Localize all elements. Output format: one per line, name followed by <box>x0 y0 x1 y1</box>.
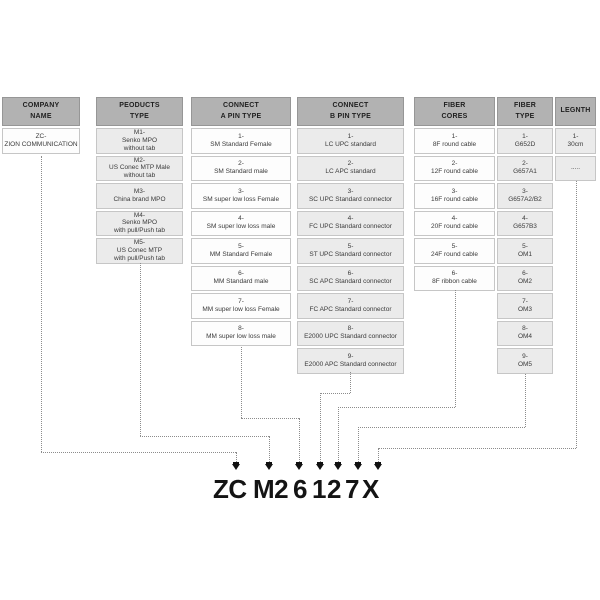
column-fiber-type-row-1: 2- G657A1 <box>497 155 553 181</box>
trace-products-drop <box>269 436 270 464</box>
arrow-down-icon-company <box>232 462 240 470</box>
column-connect-a-pin-type-row-2: 3- SM super low loss Female <box>191 183 291 209</box>
column-header-fiber-cores: FIBER CORES <box>414 97 495 126</box>
column-fiber-type-row-5: 6- OM2 <box>497 265 553 291</box>
arrow-down-icon-connect-b <box>316 462 324 470</box>
trace-fiber-cores-horizontal <box>338 407 455 408</box>
column-length-row-1: ..... <box>555 155 596 181</box>
column-connect-b-pin-type-row-2: 3- SC UPC Standard connector <box>297 183 404 209</box>
column-connect-a-pin-type-row-5: 6- MM Standard male <box>191 265 291 291</box>
column-connect-b-pin-type-row-3: 4- FC UPC Standard connector <box>297 210 404 236</box>
trace-company-horizontal <box>41 452 236 453</box>
trace-length-vertical <box>576 181 577 448</box>
trace-connect-a-horizontal <box>241 418 299 419</box>
column-fiber-cores-row-0: 1- 8F round cable <box>414 128 495 154</box>
column-products-type-row-3: M4- Senko MPO with pull/Push tab <box>96 210 183 236</box>
trace-fiber-cores-vertical <box>455 290 456 407</box>
code-segment-length: X <box>362 474 379 504</box>
trace-fiber-type-drop <box>358 427 359 464</box>
arrow-down-icon-products <box>265 462 273 470</box>
trace-fiber-cores-drop <box>338 407 339 464</box>
trace-connect-b-drop <box>320 393 321 464</box>
column-products-type-row-1: M2- US Conec MTP Male without tab <box>96 155 183 181</box>
code-segment-company: ZC <box>213 474 247 504</box>
column-connect-a-pin-type-row-7: 8- MM super low loss male <box>191 320 291 346</box>
column-connect-b-pin-type-row-8: 9- E2000 APC Standard connector <box>297 348 404 374</box>
trace-connect-a-vertical <box>241 347 242 418</box>
column-connect-b-pin-type-row-7: 8- E2000 UPC Standard connector <box>297 320 404 346</box>
column-header-company-name: COMPANY NAME <box>2 97 80 126</box>
column-fiber-type-row-7: 8- OM4 <box>497 320 553 346</box>
column-connect-a-pin-type-row-1: 2- SM Standard male <box>191 155 291 181</box>
code-segment-fiber-cores: 2 <box>327 474 341 504</box>
column-header-connect-a-pin-type: CONNECT A PIN TYPE <box>191 97 291 126</box>
column-connect-a-pin-type-row-3: 4- SM super low loss male <box>191 210 291 236</box>
arrow-down-icon-fiber-cores <box>334 462 342 470</box>
column-fiber-type-row-6: 7- OM3 <box>497 293 553 319</box>
column-fiber-type-row-0: 1- G652D <box>497 128 553 154</box>
column-fiber-type-row-4: 5- OM1 <box>497 238 553 264</box>
code-segment-connect-b: 1 <box>312 474 326 504</box>
column-fiber-type-row-3: 4- G657B3 <box>497 210 553 236</box>
code-segment-products: M2 <box>253 474 289 504</box>
column-connect-a-pin-type-row-4: 5- MM Standard Female <box>191 238 291 264</box>
column-fiber-cores-row-3: 4- 20F round cable <box>414 210 495 236</box>
column-products-type-row-2: M3- China brand MPO <box>96 183 183 209</box>
trace-products-horizontal <box>140 436 269 437</box>
column-connect-b-pin-type-row-0: 1- LC UPC standard <box>297 128 404 154</box>
column-fiber-cores-row-4: 5- 24F round cable <box>414 238 495 264</box>
column-fiber-cores-row-2: 3- 16F round cable <box>414 183 495 209</box>
column-fiber-type-row-8: 9- OM5 <box>497 348 553 374</box>
column-products-type-row-0: M1- Senko MPO without tab <box>96 128 183 154</box>
code-segment-connect-a: 6 <box>293 474 307 504</box>
column-connect-b-pin-type-row-4: 5- ST UPC Standard connector <box>297 238 404 264</box>
trace-company-drop <box>236 452 237 464</box>
trace-length-drop <box>378 448 379 464</box>
trace-fiber-type-vertical <box>525 374 526 427</box>
trace-connect-b-horizontal <box>320 393 350 394</box>
trace-fiber-type-horizontal <box>358 427 525 428</box>
column-connect-a-pin-type-row-0: 1- SM Standard Female <box>191 128 291 154</box>
column-products-type-row-4: M5- US Conec MTP with pull/Push tab <box>96 238 183 264</box>
column-header-length: LEGNTH <box>555 97 596 126</box>
column-connect-b-pin-type-row-1: 2- LC APC standard <box>297 155 404 181</box>
trace-length-horizontal <box>378 448 576 449</box>
column-header-products-type: PEODUCTS TYPE <box>96 97 183 126</box>
trace-connect-a-drop <box>299 418 300 464</box>
trace-company-vertical <box>41 156 42 452</box>
column-fiber-type-row-2: 3- G657A2/B2 <box>497 183 553 209</box>
column-length-row-0: 1- 30cm <box>555 128 596 154</box>
column-company-name-row-0: ZC- ZION COMMUNICATION <box>2 128 80 154</box>
column-connect-b-pin-type-row-5: 6- SC APC Standard connector <box>297 265 404 291</box>
trace-products-vertical <box>140 263 141 436</box>
arrow-down-icon-connect-a <box>295 462 303 470</box>
column-header-fiber-type: FIBER TYPE <box>497 97 553 126</box>
arrow-down-icon-fiber-type <box>354 462 362 470</box>
column-connect-a-pin-type-row-6: 7- MM super low loss Female <box>191 293 291 319</box>
column-fiber-cores-row-1: 2- 12F round cable <box>414 155 495 181</box>
trace-connect-b-vertical <box>350 372 351 393</box>
column-fiber-cores-row-5: 6- 8F ribbon cable <box>414 265 495 291</box>
column-header-connect-b-pin-type: CONNECT B PIN TYPE <box>297 97 404 126</box>
column-connect-b-pin-type-row-6: 7- FC APC Standard connector <box>297 293 404 319</box>
arrow-down-icon-length <box>374 462 382 470</box>
code-segment-fiber-type: 7 <box>345 474 359 504</box>
